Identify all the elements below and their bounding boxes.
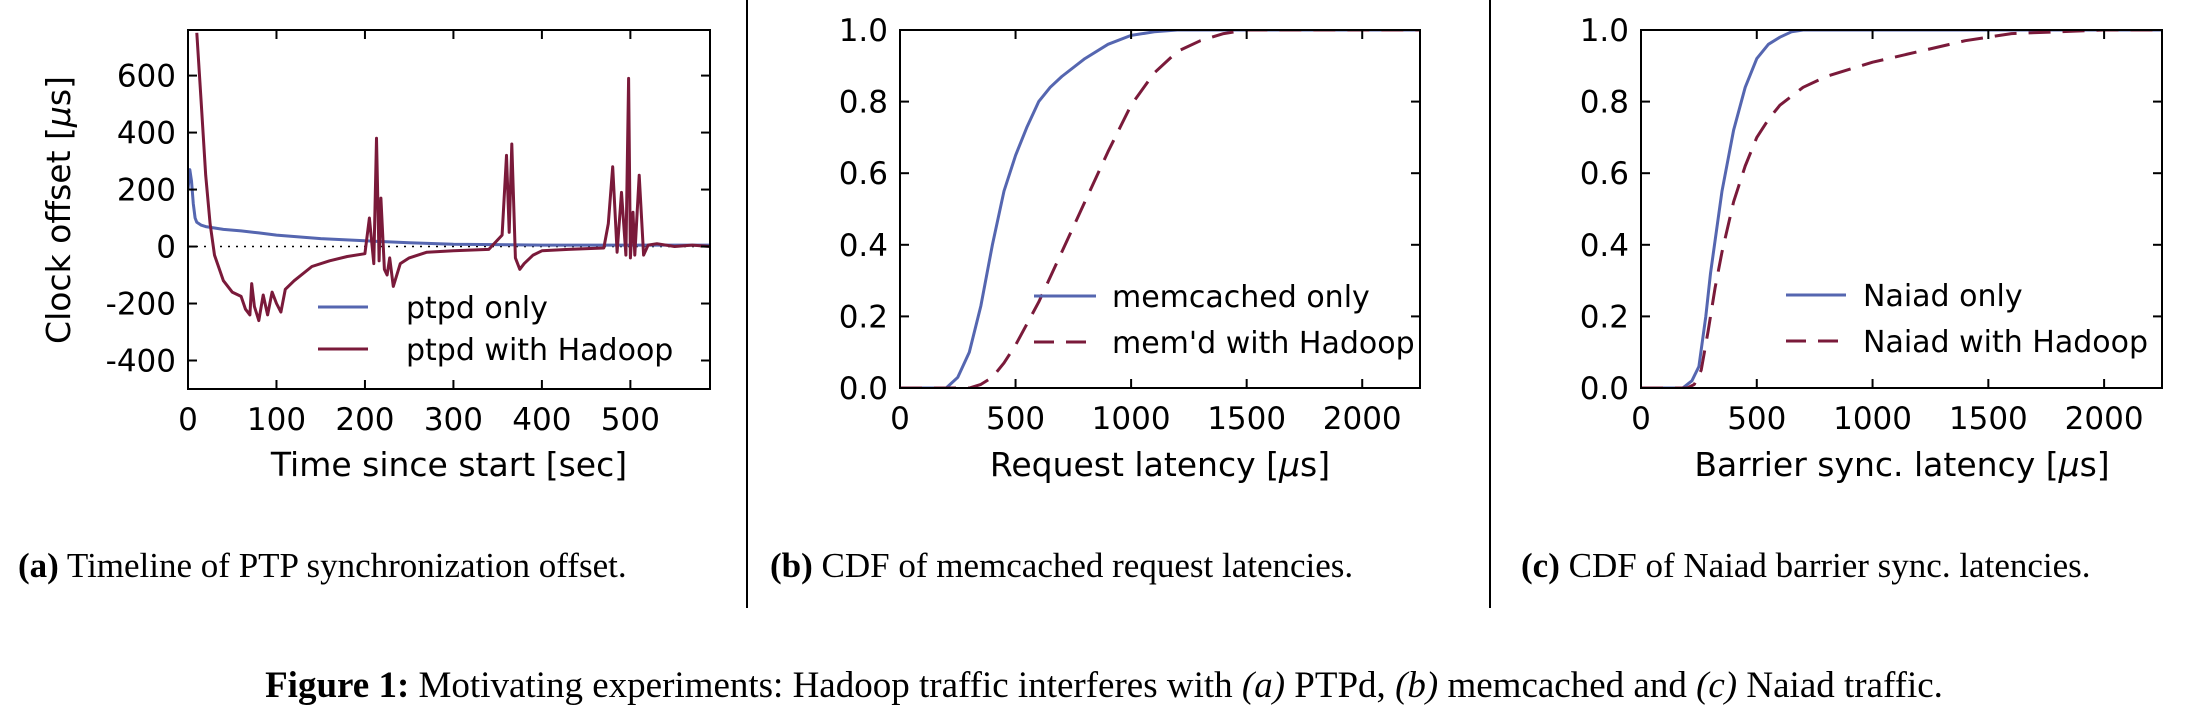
- y-axis-label: Clock offset [μs]: [39, 76, 78, 344]
- panel-c-chart: 0 500 1000 1500 2000 0.0 0.2 0.4 0.6 0.8 1.0 Barri…: [1580, 13, 2163, 484]
- y-tick-label: 0.4: [1580, 228, 1629, 264]
- panel-b-chart: 0 500 1000 1500 2000 0.0 0.2 0.4 0.6 0.8 1.0 Reque…: [839, 13, 1421, 484]
- x-tick-label: 0: [890, 401, 910, 437]
- figure-caption: Figure 1: Motivating experiments: Hadoop…: [265, 665, 1943, 706]
- x-tick-label: 1500: [1207, 401, 1286, 437]
- legend-label-memcached-only: memcached only: [1112, 280, 1370, 315]
- plot-frame: [187, 29, 711, 390]
- series-line-ptpd-with-hadoop: [195, 32, 710, 323]
- series-line-mem-d-with-hadoop: [900, 30, 1420, 388]
- x-tick-label: 1000: [1092, 401, 1171, 437]
- caption-panel-b: (b) CDF of memcached request latencies.: [770, 546, 1353, 585]
- x-tick-label: 500: [1727, 401, 1786, 437]
- y-tick-label: 0.0: [839, 371, 888, 407]
- x-tick-label: 100: [247, 402, 306, 438]
- legend-label-ptpd-hadoop: ptpd with Hadoop: [406, 333, 673, 368]
- y-tick-label: -200: [106, 287, 176, 323]
- caption-panel-c: (c) CDF of Naiad barrier sync. latencies…: [1521, 546, 2091, 585]
- x-tick-label: 1500: [1949, 401, 2028, 437]
- x-tick-label: 300: [424, 402, 483, 438]
- caption-panel-a: (a) Timeline of PTP synchronization offs…: [18, 546, 627, 585]
- x-tick-label: 400: [512, 402, 571, 438]
- y-tick-label: 0.8: [839, 85, 888, 121]
- x-tick-label: 200: [335, 402, 394, 438]
- y-tick-label: 0.4: [839, 228, 888, 264]
- y-tick-label: 400: [117, 116, 176, 152]
- y-tick-label: 0.2: [839, 299, 888, 335]
- y-tick-label: 0: [156, 230, 176, 266]
- x-tick-label: 500: [601, 402, 660, 438]
- x-tick-label: 1000: [1833, 401, 1912, 437]
- series-line-ptpd-only: [188, 168, 710, 247]
- y-tick-label: 600: [117, 59, 176, 95]
- y-tick-label: 0.6: [1580, 156, 1629, 192]
- x-tick-label: 0: [178, 402, 198, 438]
- y-tick-label: 0.2: [1580, 299, 1629, 335]
- x-tick-label: 2000: [2065, 401, 2144, 437]
- x-tick-label: 500: [986, 401, 1045, 437]
- legend-label-memd-hadoop: mem'd with Hadoop: [1112, 326, 1415, 361]
- x-tick-label: 0: [1631, 401, 1651, 437]
- legend-label-naiad-hadoop: Naiad with Hadoop: [1863, 325, 2148, 360]
- x-axis-label: Barrier sync. latency [μs]: [1694, 445, 2109, 484]
- x-tick-label: 2000: [1323, 401, 1402, 437]
- panel-a-chart: 0 100 200 300 400 500 -400 -200 0 200 400 600 Clock…: [39, 29, 711, 484]
- legend-label-naiad-only: Naiad only: [1863, 279, 2023, 314]
- y-tick-label: 1.0: [839, 13, 888, 49]
- y-tick-label: 0.6: [839, 156, 888, 192]
- y-tick-label: 0.8: [1580, 85, 1629, 121]
- x-axis-label: Request latency [μs]: [990, 445, 1330, 484]
- plot-frame: [899, 29, 1421, 389]
- legend: Naiad only Naiad with Hadoop: [1786, 279, 2148, 360]
- y-tick-label: -400: [106, 344, 176, 380]
- legend: memcached only mem'd with Hadoop: [1034, 280, 1415, 361]
- y-tick-label: 0.0: [1580, 371, 1629, 407]
- y-tick-label: 1.0: [1580, 13, 1629, 49]
- y-tick-label: 200: [117, 173, 176, 209]
- legend: ptpd only ptpd with Hadoop: [318, 291, 673, 368]
- series-line-memcached-only: [900, 30, 1420, 388]
- plot-frame: [1640, 29, 2163, 389]
- x-axis-label: Time since start [sec]: [270, 445, 627, 484]
- series-line-naiad-with-hadoop: [1641, 30, 2162, 388]
- legend-label-ptpd-only: ptpd only: [406, 291, 548, 326]
